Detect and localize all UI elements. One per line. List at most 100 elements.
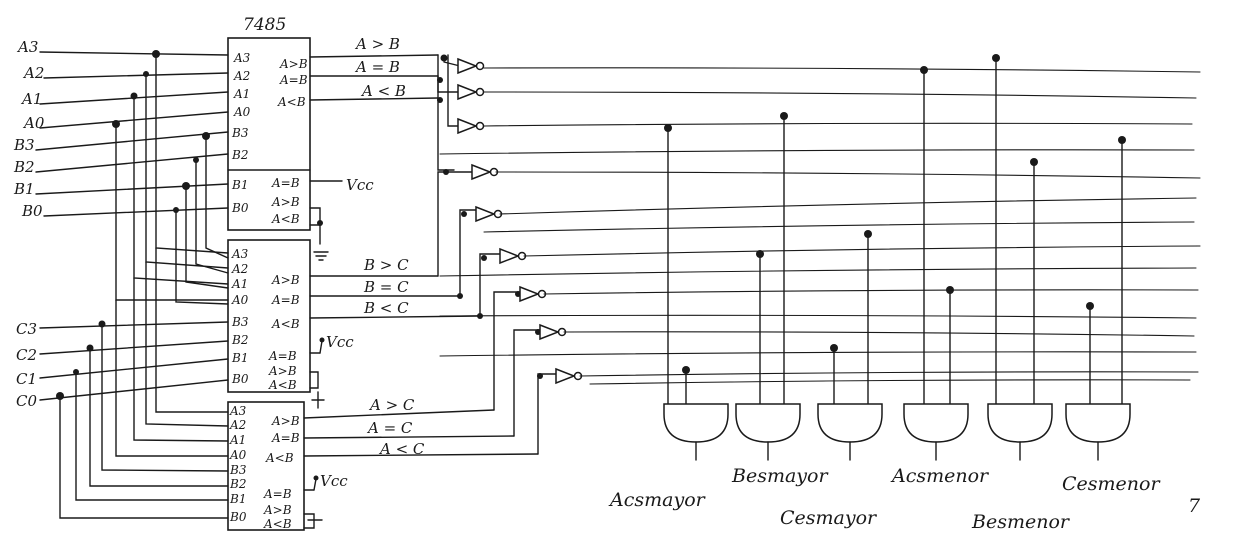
pin-c1-casc-lt: A<B (271, 212, 300, 226)
gate-4-junction-a (920, 66, 928, 74)
inverter-bubble-1 (475, 61, 485, 71)
output-label-acsmenor: Acsmenor (890, 465, 990, 487)
signal-rail-1 (483, 67, 1201, 73)
pin-c3-b3: B3 (229, 463, 247, 477)
and-gate-2 (735, 403, 801, 443)
comparator-2: A3 A2 A1 A0 B3 B2 B1 B0 A>B A=B A<B A=B … (227, 239, 311, 393)
signal-rail-13 (439, 351, 1197, 357)
gate-2-junction-b (780, 112, 788, 120)
inverter-7 (519, 285, 541, 303)
inverter-bank (437, 54, 557, 455)
output-label-acsmayor: Acsmayor (608, 489, 707, 511)
input-labels: A3 A2 A1 A0 B3 B2 B1 B0 C3 C2 C1 C0 (13, 38, 45, 410)
gate-3-junction-a (830, 344, 838, 352)
inverter-6 (499, 247, 521, 265)
corner-mark: 7 (1188, 495, 1201, 517)
signal-rail-6 (499, 197, 1197, 215)
pin-c2-casc-eq: A=B (268, 349, 297, 363)
inverter-bubble-3 (475, 121, 485, 131)
pin-c2-b2: B2 (231, 333, 248, 347)
signal-label-a-eq-b: A = B (354, 58, 400, 76)
inverter-8 (539, 323, 561, 341)
pin-c2-out-eq: A=B (271, 293, 300, 307)
pin-c3-a1: A1 (229, 433, 246, 447)
inverter-2 (457, 83, 479, 101)
pin-c1-out-lt: A<B (277, 95, 306, 109)
signal-rail-4 (439, 149, 1195, 155)
pin-c2-a3: A3 (231, 247, 249, 261)
and-gate-3 (817, 403, 883, 443)
pin-c1-casc-eq: A=B (271, 176, 300, 190)
signal-rail-8 (523, 245, 1201, 257)
pin-c2-out-lt: A<B (271, 317, 300, 331)
input-label-c0: C0 (16, 392, 37, 410)
pin-c2-casc-lt: A<B (268, 378, 297, 392)
and-gate-4 (903, 403, 969, 443)
gate-1-junction-a (664, 124, 672, 132)
pin-c3-b0: B0 (229, 510, 247, 524)
and-gate-1 (663, 403, 729, 443)
pin-c2-out-gt: A>B (271, 273, 300, 287)
pin-c1-a2: A2 (233, 69, 250, 83)
input-label-b1: B1 (13, 180, 35, 198)
input-label-b0: B0 (21, 202, 43, 220)
gate-5-junction-a (992, 54, 1000, 62)
pin-c3-casc-gt: A>B (263, 503, 292, 517)
vcc-label-3: Vcc (320, 472, 348, 490)
and-gate-5 (987, 403, 1053, 443)
inverter-3 (457, 117, 479, 135)
pin-c3-out-eq: A=B (271, 431, 300, 445)
signal-rail-10 (543, 289, 1199, 295)
inverter-4 (471, 163, 493, 181)
pin-c3-a3: A3 (229, 404, 247, 418)
signal-label-a-eq-c: A = C (366, 419, 413, 437)
inverter-symbols (457, 57, 583, 385)
pin-c1-b2: B2 (231, 148, 248, 162)
input-label-c3: C3 (16, 320, 37, 338)
signal-rail-12 (563, 331, 1195, 337)
signal-rail-2 (483, 91, 1197, 99)
pin-c1-b0: B0 (231, 201, 249, 215)
output-label-besmenor: Besmenor (971, 511, 1071, 533)
output-label-cesmayor: Cesmayor (780, 507, 878, 529)
input-label-a0: A0 (22, 114, 45, 132)
pin-c3-casc-lt: A<B (263, 517, 292, 531)
gate-3-junction-b (864, 230, 872, 238)
comparator-3: A3 A2 A1 A0 B3 B2 B1 B0 A>B A=B A<B A=B … (227, 401, 305, 531)
pin-c3-b1: B1 (229, 492, 246, 506)
signal-rails (439, 67, 1201, 385)
input-wiring (35, 50, 229, 519)
pin-c1-a3: A3 (233, 51, 251, 65)
signal-label-a-gt-c: A > C (368, 396, 415, 414)
signal-label-a-gt-b: A > B (354, 35, 400, 53)
input-label-c2: C2 (16, 346, 37, 364)
chip-title: 7485 (243, 15, 286, 35)
pin-c1-a1: A1 (233, 87, 250, 101)
signal-label-b-eq-c: B = C (363, 278, 409, 296)
signal-label-b-gt-c: B > C (363, 256, 409, 274)
and-gate-bank (663, 54, 1131, 461)
gate-2-junction-a (756, 250, 764, 258)
gate-5-junction-b (1030, 158, 1038, 166)
pin-c1-a0: A0 (233, 105, 251, 119)
input-label-b2: B2 (13, 158, 35, 176)
signal-label-a-lt-c: A < C (378, 440, 425, 458)
input-label-b3: B3 (13, 136, 35, 154)
inverter-bubble-2 (475, 87, 485, 97)
input-label-c1: C1 (16, 370, 37, 388)
pin-c2-a2: A2 (231, 262, 248, 276)
pin-c2-b1: B1 (231, 351, 248, 365)
pin-c1-out-eq: A=B (279, 73, 308, 87)
pin-c1-b3: B3 (231, 126, 249, 140)
gate-4-junction-b (946, 286, 954, 294)
comparator-3-body (227, 401, 305, 531)
pin-c2-casc-gt: A>B (268, 364, 297, 378)
vcc-label-2: Vcc (326, 333, 354, 351)
signal-rail-7 (483, 221, 1195, 233)
vcc-label-1: Vcc (346, 176, 374, 194)
pin-c3-casc-eq: A=B (263, 487, 292, 501)
gate-6-junction-a (1086, 302, 1094, 310)
pin-c3-out-gt: A>B (271, 414, 300, 428)
input-label-a2: A2 (22, 64, 44, 82)
